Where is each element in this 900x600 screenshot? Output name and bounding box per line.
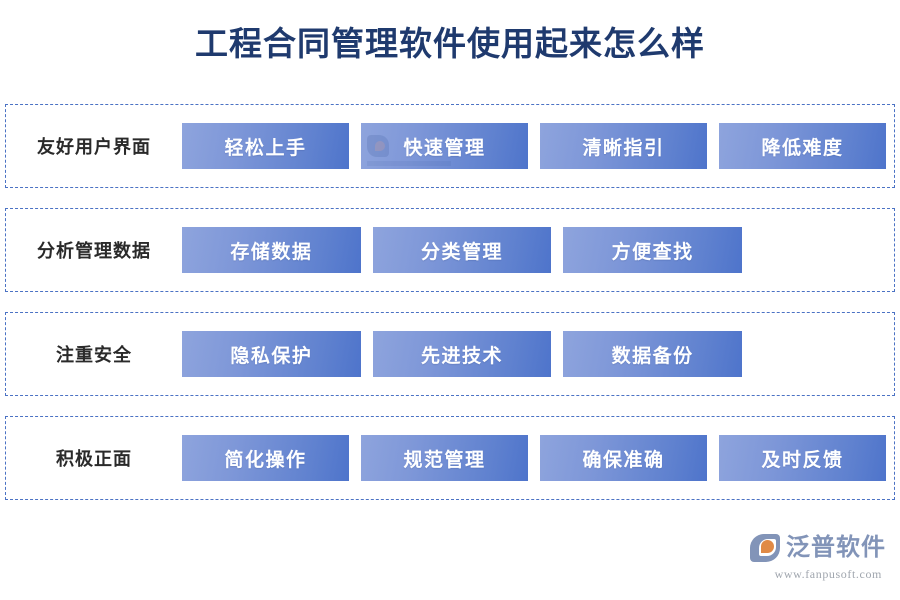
logo-row: 泛普软件: [750, 530, 885, 566]
logo-url: www.fanpusoft.com: [774, 567, 882, 581]
feature-chip-label: 规范管理: [403, 449, 486, 471]
category-row: 分析管理数据 存储数据 分类管理 方便查找: [5, 208, 895, 292]
chip-group: 存储数据 分类管理 方便查找: [182, 227, 894, 273]
category-row: 积极正面 简化操作 规范管理 确保准确 及时反馈: [5, 416, 895, 500]
category-row: 友好用户界面 轻松上手 快速管理 清晰指引 降低难度: [5, 104, 895, 188]
category-label: 积极正面: [56, 449, 132, 469]
feature-chip[interactable]: 快速管理: [361, 123, 528, 169]
feature-chip-label: 轻松上手: [224, 137, 307, 159]
feature-chip[interactable]: 数据备份: [563, 331, 743, 377]
brand-logo: 泛普软件 www.fanpusoft.com: [750, 530, 885, 586]
category-label: 友好用户界面: [37, 137, 151, 157]
category-rows: 友好用户界面 轻松上手 快速管理 清晰指引 降低难度分析管理数据 存储数据 分类管理 方便查找…: [5, 104, 895, 500]
feature-chip-label: 分类管理: [421, 241, 504, 263]
feature-chip-label: 快速管理: [403, 137, 486, 159]
feature-chip[interactable]: 先进技术: [372, 331, 552, 377]
feature-chip-label: 先进技术: [421, 345, 504, 367]
feature-chip[interactable]: 分类管理: [372, 227, 552, 273]
feature-chip-label: 确保准确: [582, 449, 665, 471]
category-label: 注重安全: [56, 345, 132, 365]
logo-name: 泛普软件: [786, 534, 886, 561]
feature-chip[interactable]: 轻松上手: [182, 123, 349, 169]
feature-chip[interactable]: 及时反馈: [719, 435, 886, 481]
feature-chip[interactable]: 隐私保护: [182, 331, 361, 377]
chip-group: 隐私保护 先进技术 数据备份: [182, 331, 894, 377]
feature-chip[interactable]: 确保准确: [540, 435, 707, 481]
feature-chip[interactable]: 降低难度: [719, 123, 886, 169]
feature-chip[interactable]: 规范管理: [361, 435, 528, 481]
feature-chip-label: 清晰指引: [582, 137, 665, 159]
feature-chip-label: 数据备份: [611, 345, 694, 367]
feature-chip[interactable]: 清晰指引: [540, 123, 707, 169]
feature-chip-label: 及时反馈: [761, 449, 844, 471]
feature-chip-label: 简化操作: [224, 449, 307, 471]
feature-chip[interactable]: 简化操作: [182, 435, 349, 481]
feature-chip[interactable]: 方便查找: [563, 227, 743, 273]
chip-group: 简化操作 规范管理 确保准确 及时反馈: [182, 435, 894, 481]
page-title: 工程合同管理软件使用起来怎么样: [195, 25, 705, 62]
page-title-bar: 工程合同管理软件使用起来怎么样: [0, 22, 900, 66]
feature-chip-label: 隐私保护: [230, 345, 313, 367]
fanpu-logo-icon: [750, 533, 782, 563]
chip-group: 轻松上手 快速管理 清晰指引 降低难度: [182, 123, 894, 169]
feature-chip-label: 存储数据: [230, 241, 313, 263]
category-row: 注重安全 隐私保护 先进技术 数据备份: [5, 312, 895, 396]
category-label: 分析管理数据: [37, 241, 151, 261]
feature-chip[interactable]: 存储数据: [182, 227, 361, 273]
feature-chip-label: 方便查找: [611, 241, 694, 263]
feature-chip-label: 降低难度: [761, 137, 844, 159]
